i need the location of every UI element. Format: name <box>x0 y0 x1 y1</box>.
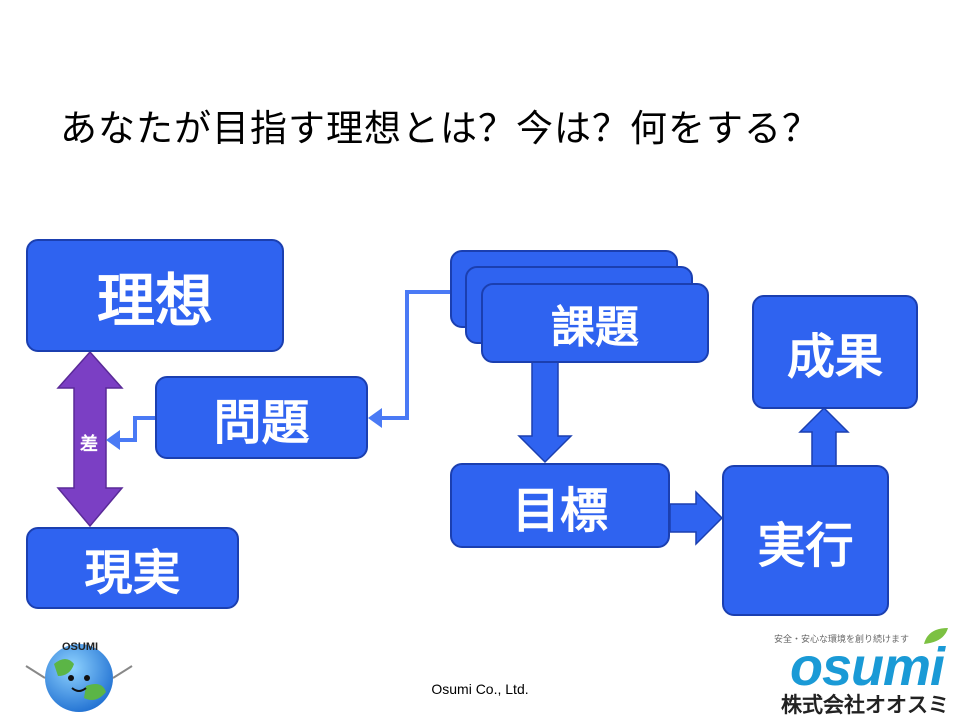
ideal-label: 理想 <box>96 266 213 335</box>
goal-label: 目標 <box>511 482 608 539</box>
logo-wordmark: osumi <box>790 637 945 697</box>
issue-to-goal-arrow <box>517 361 573 464</box>
problem-to-difference-arrowhead <box>106 430 120 450</box>
slide-title: あなたが目指す理想とは？今は？何をする？ <box>60 107 820 150</box>
issue-to-problem-line <box>380 290 455 420</box>
ideal-box: 理想 <box>26 239 284 352</box>
result-label: 成果 <box>786 329 883 385</box>
difference-label: 差 <box>80 434 98 455</box>
execution-label: 実行 <box>757 517 854 574</box>
execution-to-result-arrow <box>798 406 850 467</box>
goal-box: 目標 <box>450 463 670 548</box>
problem-box: 問題 <box>155 376 368 459</box>
goal-to-execution-arrow <box>669 490 724 546</box>
globe-text: OSUMI <box>62 641 98 653</box>
globe-mascot-logo: OSUMI <box>25 641 133 712</box>
logo-tagline: 安全・安心な環境を創り続けます <box>774 635 910 645</box>
issue-label: 課題 <box>551 302 639 353</box>
reality-box: 現実 <box>26 527 239 609</box>
difference-double-arrow <box>56 350 124 528</box>
footer-company: Osumi Co., Ltd. <box>431 681 529 697</box>
problem-to-difference-line <box>118 416 155 442</box>
problem-label: 問題 <box>213 394 310 451</box>
execution-box: 実行 <box>722 465 889 616</box>
reality-label: 現実 <box>84 545 181 601</box>
result-box: 成果 <box>752 295 918 409</box>
leaf-icon <box>924 628 948 644</box>
logo-company-name: 株式会社オオスミ <box>781 693 949 717</box>
issue-to-problem-arrowhead <box>368 408 382 428</box>
issue-box: 課題 <box>481 283 709 363</box>
